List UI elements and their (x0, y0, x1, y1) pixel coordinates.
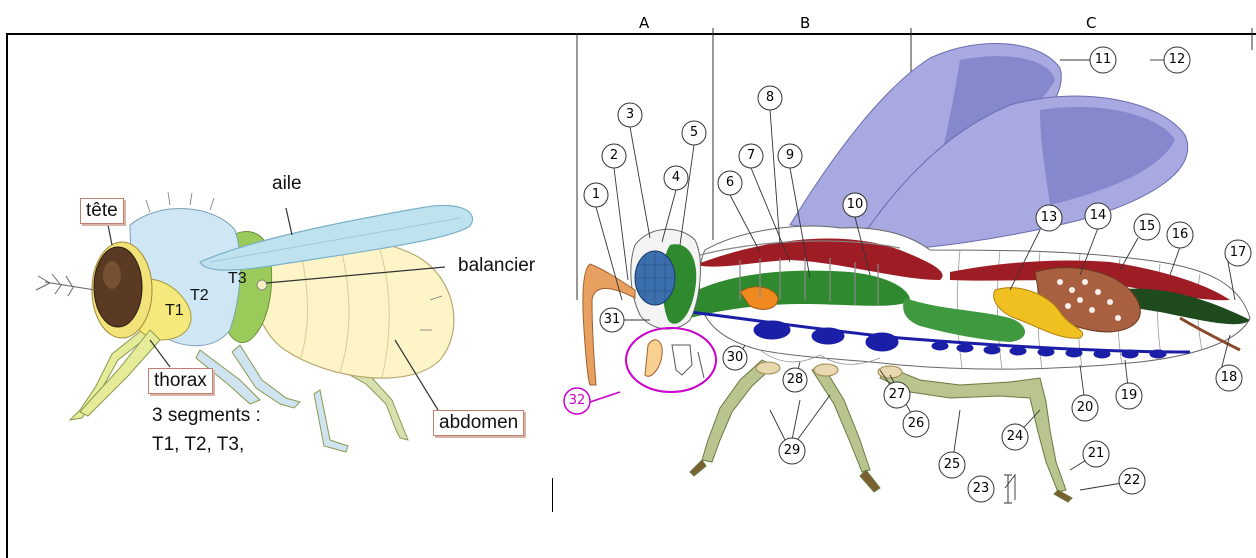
callout-number-23: 23 (967, 480, 995, 498)
callout-number-4: 4 (662, 169, 690, 187)
callout-number-22: 22 (1118, 472, 1146, 490)
callout-number-29: 29 (778, 442, 806, 460)
callout-number-15: 15 (1133, 218, 1161, 236)
callout-number-17: 17 (1224, 244, 1252, 262)
callout-number-25: 25 (938, 456, 966, 474)
mouthparts-highlight (626, 328, 716, 392)
callout-number-30: 30 (721, 349, 749, 367)
callout-number-18: 18 (1215, 369, 1243, 387)
callout-number-13: 13 (1035, 209, 1063, 227)
callout-number-10: 10 (841, 196, 869, 214)
section-c-label: C (1086, 14, 1096, 32)
callout-number-12: 12 (1163, 51, 1191, 69)
callout-number-1: 1 (582, 186, 610, 204)
callout-number-19: 19 (1115, 387, 1143, 405)
callout-number-28: 28 (781, 371, 809, 389)
callout-number-14: 14 (1084, 207, 1112, 225)
callout-number-24: 24 (1001, 428, 1029, 446)
callout-number-8: 8 (756, 89, 784, 107)
callout-number-9: 9 (776, 147, 804, 165)
callout-number-7: 7 (737, 147, 765, 165)
callout-number-20: 20 (1071, 399, 1099, 417)
callout-number-26: 26 (902, 415, 930, 433)
callout-number-3: 3 (616, 106, 644, 124)
callout-number-32: 32 (563, 392, 591, 410)
callout-number-11: 11 (1089, 51, 1117, 69)
callout-number-31: 31 (598, 311, 626, 329)
callout-number-2: 2 (600, 147, 628, 165)
callout-number-16: 16 (1166, 226, 1194, 244)
callout-number-27: 27 (883, 386, 911, 404)
section-b-label: B (800, 14, 810, 32)
section-a-label: A (639, 14, 649, 32)
callout-number-5: 5 (680, 124, 708, 142)
callout-number-6: 6 (716, 174, 744, 192)
callout-number-21: 21 (1082, 445, 1110, 463)
